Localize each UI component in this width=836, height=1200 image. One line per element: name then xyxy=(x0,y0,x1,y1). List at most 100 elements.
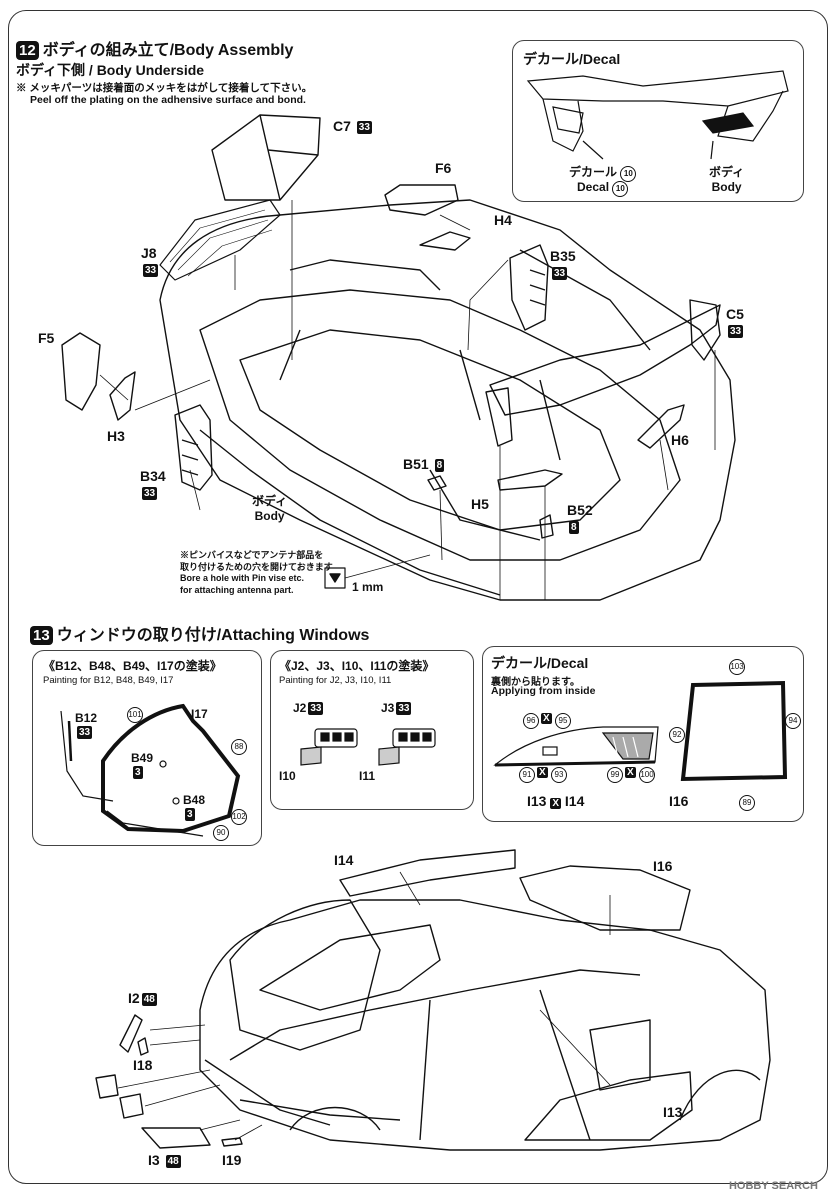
decal-no-circle-2: 10 xyxy=(612,181,629,197)
label-j3-text: J3 xyxy=(381,701,395,715)
step12-subtitle: ボディ下側 / Body Underside xyxy=(16,62,205,78)
label-i2-text: I2 xyxy=(128,990,140,1006)
badge-b34: 33 xyxy=(142,486,158,500)
badge-c7: 33 xyxy=(356,120,372,134)
label-f5: F5 xyxy=(38,330,55,346)
badge-i2: 48 xyxy=(141,992,157,1006)
paint-box-2-title: 《J2、J3、I10、I11の塗装》 xyxy=(279,659,435,673)
label-i18: I18 xyxy=(133,1057,153,1073)
label-b35-text: B35 xyxy=(550,248,576,264)
label-j8-text: J8 xyxy=(141,245,157,261)
circle-99: 99 xyxy=(607,767,623,783)
paint-box-1: 《B12、B48、B49、I17の塗装》 Painting for B12, B… xyxy=(32,650,262,846)
badge-j2: 33 xyxy=(308,702,324,716)
label-c7-text: C7 xyxy=(333,118,351,134)
decal-wing-drawing xyxy=(526,70,789,160)
label-b49-text: B49 xyxy=(131,751,154,765)
x-mark-96-95: X xyxy=(541,713,552,724)
label-b34-text: B34 xyxy=(140,468,166,484)
paint-box-1-subtitle: Painting for B12, B48, B49, I17 xyxy=(43,675,174,686)
circle-88: 88 xyxy=(231,739,247,755)
label-i13: I13 xyxy=(663,1104,683,1120)
label-c5-text: C5 xyxy=(726,306,744,322)
x-mark-99-100: X xyxy=(625,767,636,778)
body-underside-diagram xyxy=(61,114,736,601)
circle-94: 94 xyxy=(785,713,801,729)
badge-b51: 8 xyxy=(434,458,445,472)
decal-label-en-text: Decal xyxy=(577,180,610,194)
decal-body-en: Body xyxy=(711,180,742,194)
decal-box-13-note-en: Applying from inside xyxy=(491,685,596,697)
paint-box-2-subtitle: Painting for J2, J3, I10, I11 xyxy=(279,675,392,686)
badge-b49: 3 xyxy=(133,766,143,780)
label-i11: I11 xyxy=(359,769,376,783)
decal-label-jp-text: デカール xyxy=(569,165,618,179)
circle-92: 92 xyxy=(669,727,685,743)
lamp-parts-drawing xyxy=(300,728,436,766)
circle-91: 91 xyxy=(519,767,535,783)
page-frame xyxy=(8,10,828,1184)
step12-title-text: ボディの組み立て/Body Assembly xyxy=(42,42,294,59)
badge-b52: 8 xyxy=(569,520,579,534)
circle-90: 90 xyxy=(213,825,229,841)
circle-102: 102 xyxy=(231,809,247,825)
label-i13-decal: I13 xyxy=(527,793,547,809)
hole-size: 1 mm xyxy=(352,580,384,594)
circle-96: 96 xyxy=(523,713,539,729)
label-i14-decal: I14 xyxy=(564,793,585,809)
window-frame-drawing xyxy=(60,703,241,837)
label-b12-text: B12 xyxy=(75,711,98,725)
x-mark-91-93: X xyxy=(537,767,548,778)
circle-100: 100 xyxy=(639,767,655,783)
antenna-note-line1: ※ピンバイスなどでアンテナ部品を xyxy=(180,550,324,560)
window-decal-drawing xyxy=(493,680,788,782)
label-h4: H4 xyxy=(494,212,512,228)
antenna-note-line2: 取り付けるための穴を開けておきます xyxy=(180,561,333,572)
x-mark-i13-i14: X xyxy=(550,798,562,809)
antenna-note-line3: Bore a hole with Pin vise etc. xyxy=(180,573,305,583)
label-h5: H5 xyxy=(471,496,489,512)
circle-95: 95 xyxy=(555,713,571,729)
antenna-note-line4: for attaching antenna part. xyxy=(180,584,294,595)
label-c7: C7 33 xyxy=(333,118,372,134)
decal-box-13-note-jp: 裏側から貼ります。 xyxy=(491,677,580,688)
label-f6: F6 xyxy=(435,160,452,176)
badge-b12: 33 xyxy=(77,726,93,740)
decal-box-13-title: デカール/Decal xyxy=(491,655,589,671)
badge-b35: 33 xyxy=(552,266,568,280)
label-b51-text: B51 xyxy=(403,456,429,472)
label-body-en: Body xyxy=(254,509,285,523)
label-i3: I3 48 xyxy=(148,1152,181,1168)
step12-note-en: Peel off the plating on the adhensive su… xyxy=(30,94,306,106)
label-i3-text: I3 xyxy=(148,1152,160,1168)
circle-89: 89 xyxy=(739,795,755,811)
paint-box-2: 《J2、J3、I10、I11の塗装》 Painting for J2, J3, … xyxy=(270,650,474,810)
label-i17-paint: I17 xyxy=(191,707,208,721)
decal-label-en: Decal 10 xyxy=(577,180,629,197)
label-i10: I10 xyxy=(279,769,296,783)
decal-box-step13: デカール/Decal 裏側から貼ります。 Applying from insid… xyxy=(482,646,804,822)
label-i13-i14: I13 X I14 xyxy=(527,793,584,809)
label-h3: H3 xyxy=(107,428,125,444)
label-b52-text: B52 xyxy=(567,502,593,518)
step12-note-jp: ※ メッキパーツは接着面のメッキをはがして接着して下さい。 xyxy=(16,82,313,94)
badge-j3: 33 xyxy=(396,702,412,716)
antenna-note: ※ピンバイスなどでアンテナ部品を 取り付けるための穴を開けておきます Bore … xyxy=(180,550,333,596)
step12-number: 12 xyxy=(16,41,39,60)
badge-b48: 3 xyxy=(185,808,195,822)
decal-box-title: デカール/Decal xyxy=(523,51,621,67)
step13-title-text: ウィンドウの取り付け/Attaching Windows xyxy=(56,627,370,644)
label-j2-text: J2 xyxy=(293,701,307,715)
